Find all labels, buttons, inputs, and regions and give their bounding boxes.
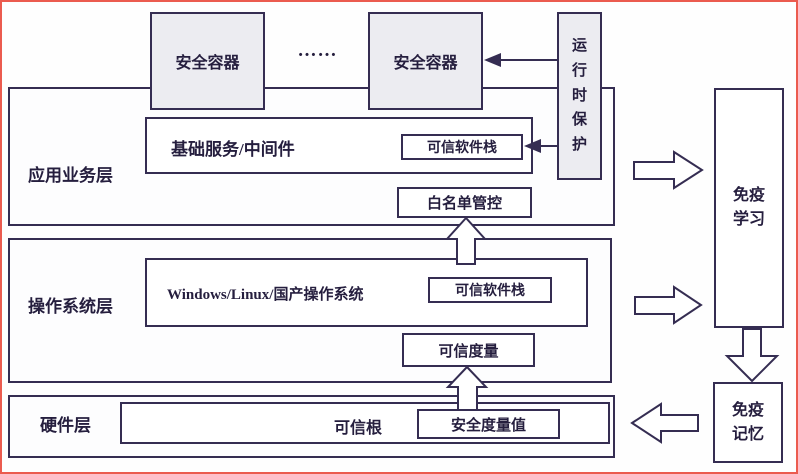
os-layer-label: 操作系统层 — [28, 297, 113, 316]
hardware-layer-label: 硬件层 — [40, 416, 91, 435]
secure-container-box-2: 安全容器 — [368, 12, 483, 110]
arrow-memory-to-hw — [630, 402, 699, 444]
arrow-os-to-learning — [634, 285, 703, 325]
container-ellipsis: …… — [297, 40, 338, 61]
immune-learning-box: 免疫学习 — [714, 88, 784, 328]
trusted-software-stack-os-box: 可信软件栈 — [428, 277, 552, 303]
trusted-root-box: 可信根 安全度量值 — [120, 402, 610, 444]
trusted-measure-box: 可信度量 — [402, 333, 535, 367]
trusted-software-stack-app-box: 可信软件栈 — [401, 134, 523, 160]
runtime-protection-box: 运行时保护 — [557, 12, 602, 180]
trusted-root-label: 可信根 — [334, 420, 383, 437]
application-layer-label: 应用业务层 — [28, 166, 113, 185]
secure-container-box-1: 安全容器 — [150, 12, 265, 110]
immune-learning-label: 免疫学习 — [732, 187, 765, 228]
security-measure-value-box: 安全度量值 — [417, 409, 560, 439]
arrow-runtime-to-container — [484, 53, 557, 67]
immune-memory-label: 免疫记忆 — [731, 401, 764, 443]
immune-memory-box: 免疫记忆 — [713, 382, 783, 463]
middleware-label: 基础服务/中间件 — [171, 140, 295, 159]
os-name-label: Windows/Linux/国产操作系统 — [167, 287, 364, 303]
runtime-protection-label: 运行时保护 — [571, 38, 587, 154]
whitelist-control-box: 白名单管控 — [397, 187, 532, 218]
arrow-learning-to-memory — [724, 328, 780, 383]
arrow-app-to-learning — [633, 150, 704, 190]
